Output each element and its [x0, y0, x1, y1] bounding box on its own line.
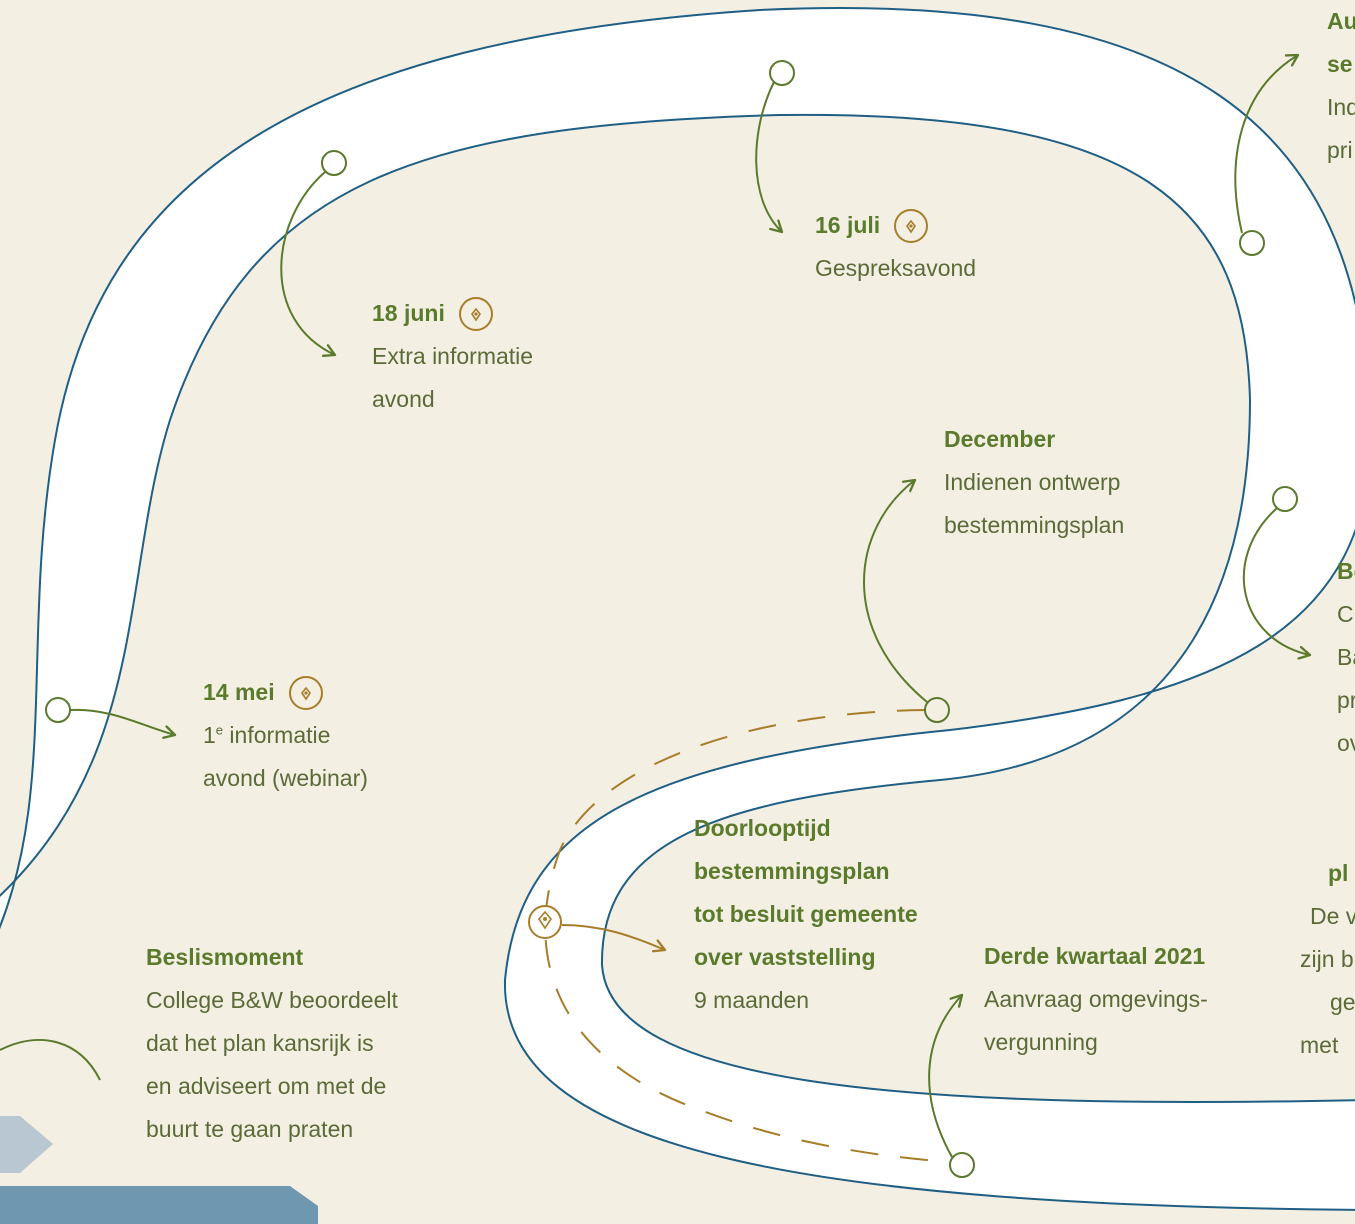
- milestone-18juni: 18 juni Extra informatie avond: [372, 292, 533, 421]
- milestone-text: College B&W beoordeelt: [146, 987, 398, 1013]
- milestone-title: Au: [1327, 8, 1355, 34]
- milestone-text: C: [1337, 601, 1354, 627]
- milestone-date: Derde kwartaal 2021: [984, 943, 1206, 969]
- milestone-text: pr: [1337, 687, 1355, 713]
- milestone-title: over vaststelling: [694, 944, 876, 970]
- arrow-light: [0, 1116, 53, 1173]
- connector-14mei: [45, 697, 177, 739]
- milestone-december: December Indienen ontwerp bestemmingspla…: [944, 418, 1124, 547]
- milestone-text: pri: [1327, 137, 1353, 163]
- milestone-text: ov: [1337, 730, 1355, 756]
- milestone-cut-bottom-right: pl De v zijn b ge met: [1300, 852, 1355, 1062]
- location-pin-icon: [288, 675, 323, 710]
- milestone-derde-kwartaal: Derde kwartaal 2021 Aanvraag omgevings- …: [984, 935, 1208, 1064]
- location-pin-icon: [894, 208, 929, 243]
- milestone-text: dat het plan kansrijk is: [146, 1030, 374, 1056]
- milestone-text: 9 maanden: [694, 987, 810, 1013]
- milestone-date: December: [944, 426, 1056, 452]
- connector-16juli: [755, 60, 795, 234]
- connector-top-right: [1234, 53, 1300, 256]
- milestone-text: ge: [1330, 989, 1355, 1015]
- connector-mid-right: [1242, 486, 1312, 660]
- milestone-text: vergunning: [984, 1029, 1098, 1055]
- milestone-doorlooptijd: Doorlooptijd bestemmingsplan tot besluit…: [694, 807, 918, 1022]
- connector-beslis: [0, 1039, 101, 1081]
- milestone-title: Beslismoment: [146, 944, 304, 970]
- milestone-text: Indienen ontwerp: [944, 469, 1121, 495]
- connector-18juni: [280, 150, 347, 357]
- milestone-text: met: [1300, 1032, 1339, 1058]
- connector-december: [863, 478, 950, 723]
- milestone-text: zijn b: [1300, 946, 1354, 972]
- milestone-14mei: 14 mei 1e informatie avond (webinar): [203, 671, 368, 800]
- milestone-title: tot besluit gemeente: [694, 901, 918, 927]
- milestone-text: Ba: [1337, 644, 1355, 670]
- milestone-text: Aanvraag omgevings-: [984, 986, 1208, 1012]
- milestone-text: avond (webinar): [203, 765, 368, 791]
- milestone-title: pl: [1328, 860, 1349, 886]
- milestone-text: De v: [1310, 903, 1355, 929]
- milestone-date: 14 mei: [203, 679, 275, 705]
- milestone-text: en adviseert om met de: [146, 1073, 387, 1099]
- milestone-cut-mid-right: Be C Ba pr ov: [1337, 550, 1355, 790]
- milestone-title: Be: [1337, 558, 1355, 584]
- milestone-text: Gespreksavond: [815, 255, 977, 281]
- milestone-date: 18 juni: [372, 300, 445, 326]
- milestone-text: avond: [372, 386, 435, 412]
- milestone-title: bestemmingsplan: [694, 858, 890, 884]
- milestone-16juli: 16 juli Gespreksavond: [815, 204, 976, 290]
- milestone-text: Extra informatie: [372, 343, 534, 369]
- milestone-beslismoment: Beslismoment College B&W beoordeelt dat …: [146, 936, 398, 1151]
- milestone-cut-top-right: Au se Ind pri: [1327, 0, 1355, 170]
- arrow-dark: [0, 1186, 318, 1224]
- milestone-title: se: [1327, 51, 1353, 77]
- milestone-text: buurt te gaan praten: [146, 1116, 354, 1142]
- connector-doorlooptijd: [528, 905, 667, 953]
- location-pin-icon: [458, 296, 493, 331]
- milestone-text: 1e informatie: [203, 722, 331, 748]
- milestone-date: 16 juli: [815, 212, 881, 238]
- milestone-text: bestemmingsplan: [944, 512, 1125, 538]
- milestone-text: Ind: [1327, 94, 1355, 120]
- winding-road: [0, 7, 1355, 1211]
- milestone-title: Doorlooptijd: [694, 815, 831, 841]
- connector-derde: [928, 993, 975, 1178]
